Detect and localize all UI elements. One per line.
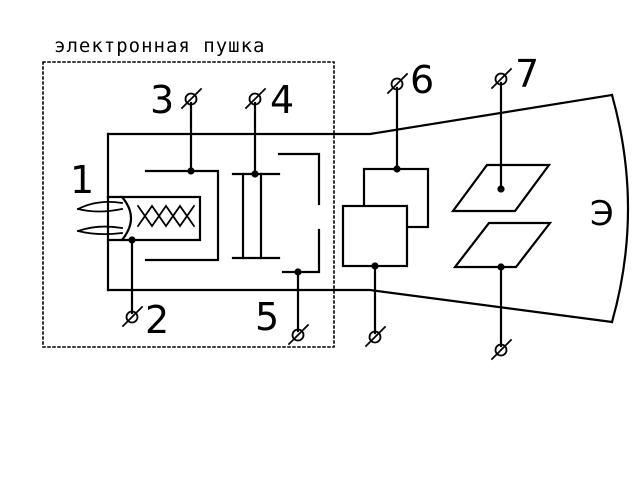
- terminals: [121, 67, 513, 361]
- terminal-5: [287, 323, 310, 346]
- heater-filament: [76, 200, 124, 236]
- terminal-7: [490, 67, 513, 90]
- second-anode: [277, 152, 321, 333]
- label-4: 4: [270, 78, 294, 122]
- horizontal-deflection-plates: [450, 81, 553, 348]
- screen-label: Э: [590, 194, 614, 234]
- label-3: 3: [150, 78, 174, 122]
- terminal-2: [121, 305, 144, 328]
- first-anode: [231, 101, 281, 260]
- control-electrode: [144, 101, 220, 262]
- label-5: 5: [255, 295, 279, 339]
- electron-gun-frame: [42, 61, 335, 348]
- terminal-6: [386, 72, 409, 95]
- label-6: 6: [410, 58, 434, 102]
- electron-gun-caption: электронная пушка: [54, 35, 265, 57]
- label-7: 7: [515, 52, 539, 96]
- cathode: [106, 195, 202, 315]
- label-1: 1: [70, 158, 94, 202]
- terminal-3: [180, 87, 203, 110]
- terminal-7b: [490, 338, 513, 361]
- terminal-6b: [364, 325, 387, 348]
- label-2: 2: [145, 298, 169, 342]
- terminal-4: [244, 87, 267, 110]
- vertical-deflection-plates: [341, 86, 430, 335]
